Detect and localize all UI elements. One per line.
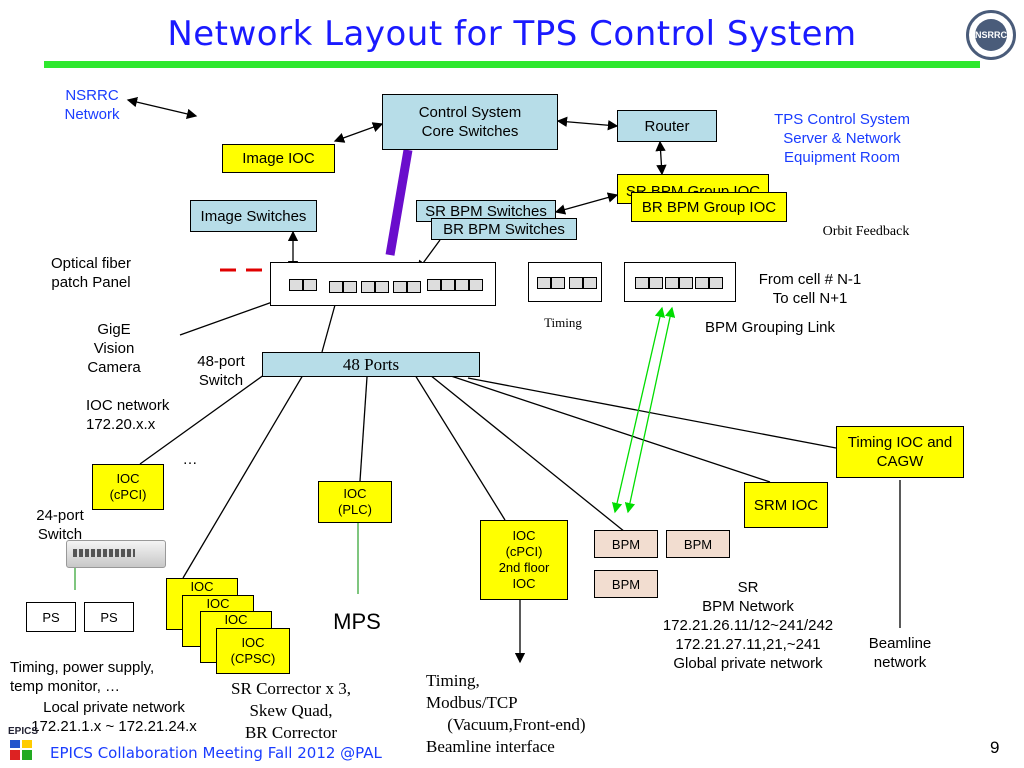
optical-patch-panel (270, 262, 496, 306)
router-link (556, 116, 619, 131)
bpm-box[interactable]: BPM (594, 530, 658, 558)
bpm-box[interactable]: BPM (594, 570, 658, 598)
timing-patch-panel (528, 262, 602, 302)
from-cell-label: From cell # N-1 To cell N+1 (758, 271, 862, 307)
purple-trunk (385, 149, 413, 256)
ellipsis-label: … (182, 451, 198, 468)
patch-port (665, 277, 679, 289)
gige-camera-label: GigE Vision Camera (87, 321, 141, 376)
patch-port (329, 281, 343, 293)
patch-switch-link (321, 304, 336, 353)
router-bpm-link (655, 140, 667, 176)
patch-port (427, 279, 441, 291)
patch-port (583, 277, 597, 289)
ioc-network-label: IOC network 172.20.x.x (86, 397, 170, 433)
patch-port (303, 279, 317, 291)
patch-port (441, 279, 455, 291)
ioc-cpci-box[interactable]: IOC (cPCI) (92, 464, 164, 510)
patch-port (537, 277, 551, 289)
patch-port (679, 277, 693, 289)
ioc-plc-box[interactable]: IOC (PLC) (318, 481, 392, 523)
orbit-feedback-label: Orbit Feedback (822, 224, 910, 239)
nsrrc-logo: NSRRC (966, 10, 1016, 60)
ioc-cpsc-box[interactable]: IOC (CPSC) (216, 628, 290, 674)
timing-modbus-label: Timing, Modbus/TCP (Vacuum,Front-end) Be… (426, 671, 586, 756)
tps-room-label: TPS Control System Server & Network Equi… (774, 111, 910, 166)
camera-link (179, 299, 279, 336)
patch-port (649, 277, 663, 289)
switch-timing-link (467, 377, 837, 449)
timing-power-label: Timing, power supply, temp monitor, … (10, 659, 155, 695)
page-number: 9 (990, 738, 1000, 757)
epics-logo-icon (10, 740, 34, 762)
switch-srm-link (447, 374, 771, 483)
beamline-network-label: Beamline network (868, 635, 932, 671)
port48-switch-label: 48-port Switch (197, 353, 245, 389)
nsrrc-network-label: NSRRC Network (64, 87, 120, 123)
sr-bpm-link (554, 192, 619, 215)
patch-port (407, 281, 421, 293)
timing-label: Timing (544, 315, 582, 330)
srm-ioc-box[interactable]: SRM IOC (744, 482, 828, 528)
title-underline (44, 61, 980, 68)
port24-switch-label: 24-port Switch (36, 507, 84, 543)
switch24-device (66, 540, 166, 568)
patch-port (455, 279, 469, 291)
patch-port (361, 281, 375, 293)
patch-port (569, 277, 583, 289)
control-core-switches-box[interactable]: Control System Core Switches (382, 94, 558, 150)
ps-box[interactable]: PS (84, 602, 134, 632)
ports48-switch-box[interactable]: 48 Ports (262, 352, 480, 377)
patch-port (375, 281, 389, 293)
nsrrc-link (126, 97, 198, 119)
sr-bpm-switches-box[interactable]: SR BPM Switches (416, 200, 556, 222)
switch-plc-link (359, 376, 368, 482)
local-private-label: Local private network 172.21.1.x ~ 172.2… (31, 699, 197, 735)
page-title: Network Layout for TPS Control System (167, 14, 857, 54)
image-ioc-link (333, 122, 384, 143)
switch-ioc-stack-link (182, 374, 304, 579)
sr-corrector-label: SR Corrector x 3, Skew Quad, BR Correcto… (231, 679, 351, 742)
br-bpm-group-ioc-box[interactable]: BR BPM Group IOC (631, 192, 787, 222)
br-bpm-switches-box[interactable]: BR BPM Switches (431, 218, 577, 240)
green-link-2 (624, 306, 676, 514)
image-ioc-box[interactable]: Image IOC (222, 144, 335, 173)
sr-bpm-network-label: SR BPM Network 172.21.26.11/12~241/242 1… (662, 579, 834, 672)
image-switches-box[interactable]: Image Switches (190, 200, 317, 232)
bpm-box[interactable]: BPM (666, 530, 730, 558)
patch-port (343, 281, 357, 293)
ps-box[interactable]: PS (26, 602, 76, 632)
patch-port (469, 279, 483, 291)
footer-meeting: EPICS Collaboration Meeting Fall 2012 @P… (50, 744, 382, 762)
switch24-ports (73, 549, 135, 557)
switch-cpci2-link (414, 374, 506, 521)
patch-port (635, 277, 649, 289)
patch-port (709, 277, 723, 289)
timing-ioc-cagw-box[interactable]: Timing IOC and CAGW (836, 426, 964, 478)
logo-text: NSRRC (975, 19, 1007, 51)
epics-logo-text: EPICS (8, 726, 39, 737)
switch-bpm-link (429, 374, 626, 533)
patch-port (551, 277, 565, 289)
optical-fiber-label: Optical fiber patch Panel (50, 255, 132, 291)
patch-port (393, 281, 407, 293)
green-link-1 (611, 306, 666, 514)
switch-ioc-cpci-link (139, 371, 269, 465)
ioc-cpci-2nd-floor-box[interactable]: IOC (cPCI) 2nd floor IOC (480, 520, 568, 600)
mps-label: MPS (333, 609, 381, 634)
bpm-patch-panel (624, 262, 736, 302)
patch-port (695, 277, 709, 289)
patch-port (289, 279, 303, 291)
bpm-grouping-link-label: BPM Grouping Link (704, 319, 836, 336)
router-box[interactable]: Router (617, 110, 717, 142)
